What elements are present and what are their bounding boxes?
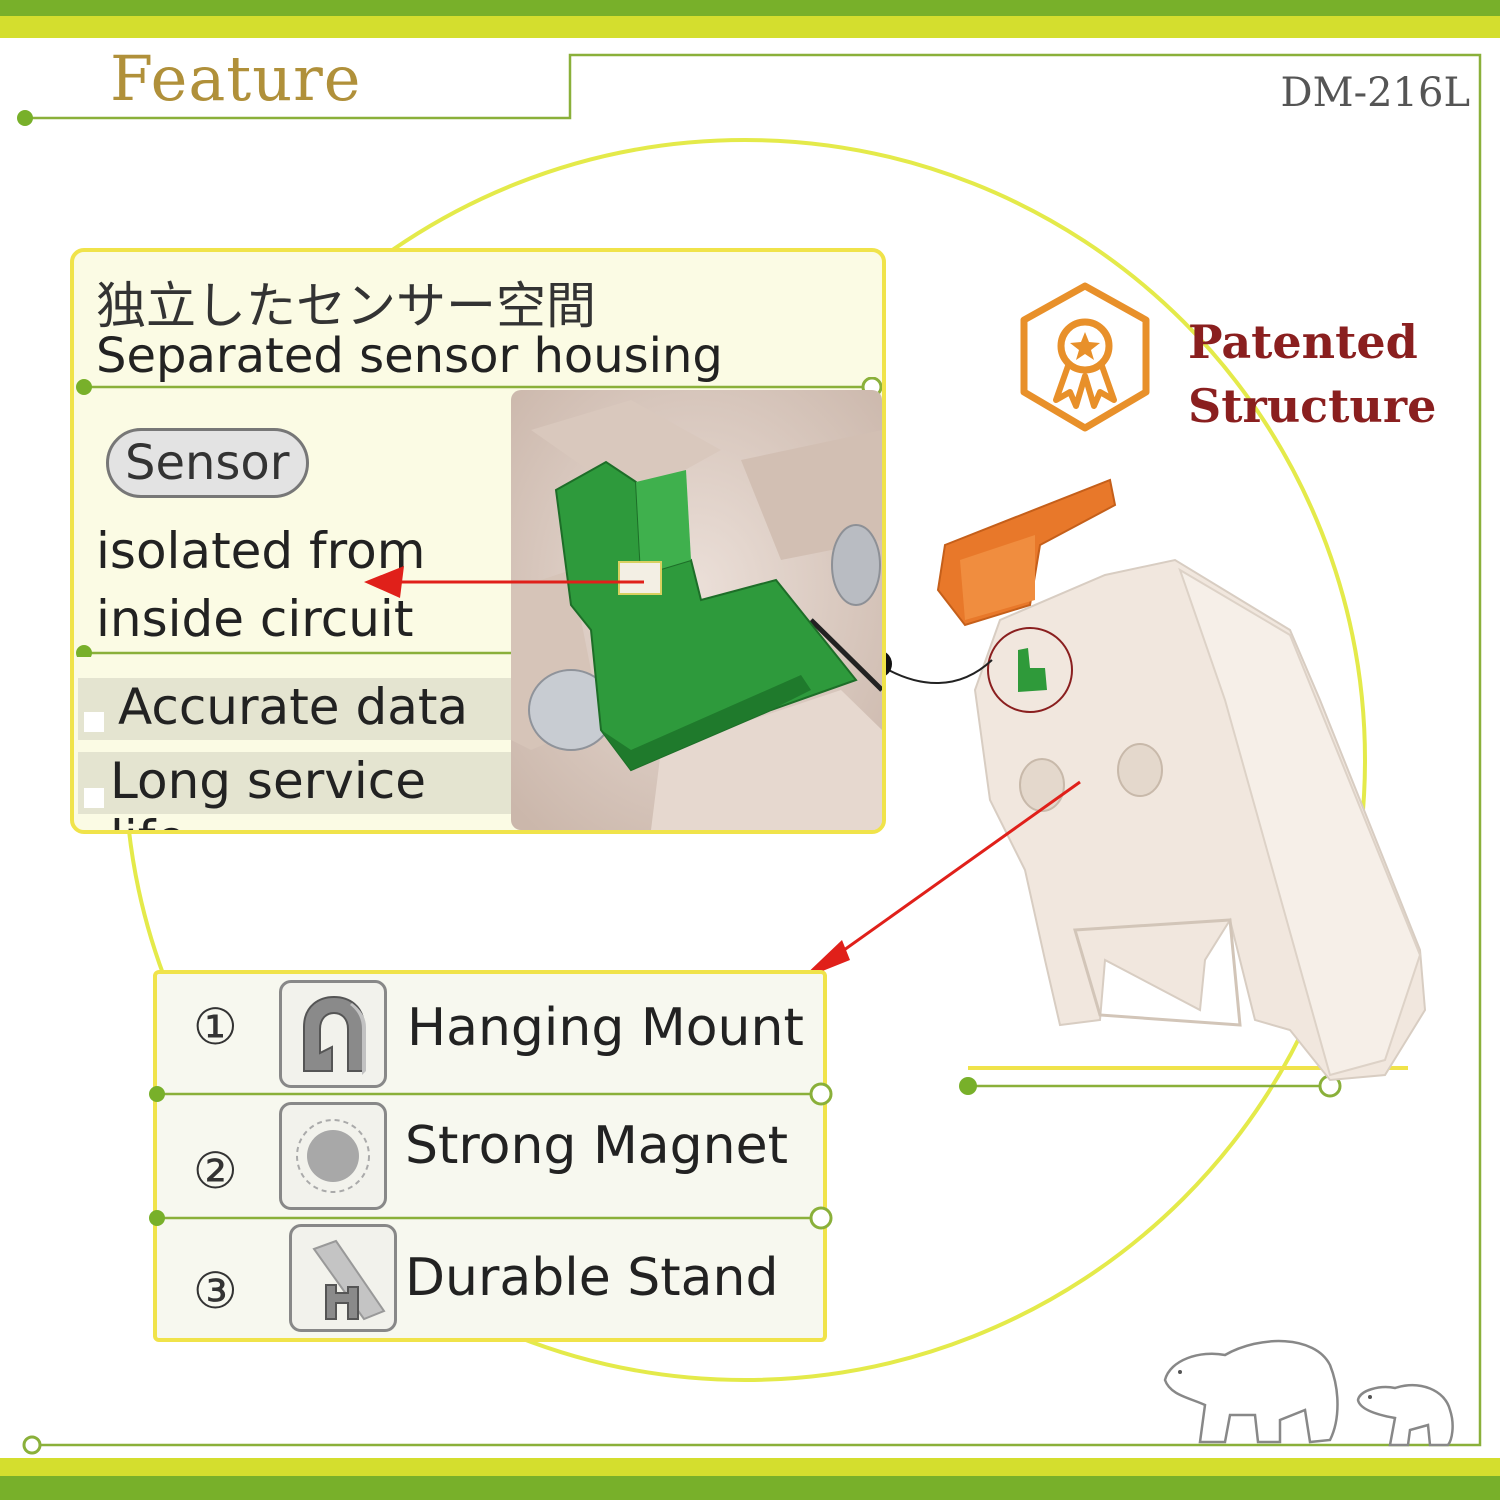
- polar-bear-decoration: [1163, 1339, 1454, 1447]
- benefit-label: Accurate data: [118, 678, 469, 736]
- feature-number: ①: [193, 998, 238, 1056]
- magnet-icon: [279, 1102, 387, 1210]
- model-number: DM-216L: [1280, 70, 1470, 116]
- sensor-closeup-image: [511, 390, 882, 830]
- feature-item-durable-stand: ③ Durable Stand: [157, 1220, 823, 1338]
- feature-title: Feature: [110, 42, 362, 115]
- features-dividers: [149, 1082, 833, 1230]
- mount-features-panel: ① Hanging Mount ② Strong Magnet ③ Durabl: [149, 970, 833, 1342]
- device-illustration: [936, 478, 1427, 1082]
- feature-item-hanging-mount: ① Hanging Mount: [157, 974, 823, 1092]
- award-ribbon-icon: [1020, 282, 1150, 432]
- feature-number: ③: [193, 1262, 238, 1320]
- bullet-square: [84, 712, 104, 732]
- panel-title-english: Separated sensor housing: [96, 328, 723, 384]
- top-color-band: [0, 0, 1500, 38]
- patented-structure-label: Patented Structure: [1188, 310, 1436, 438]
- panel-title-japanese: 独立したセンサー空間: [96, 277, 596, 335]
- feature-number: ②: [193, 1142, 238, 1200]
- sensor-badge: Sensor: [106, 428, 309, 498]
- patented-line2: Structure: [1188, 379, 1437, 433]
- sensor-description-line1: isolated from: [96, 522, 426, 580]
- benefit-row: Long service life: [78, 752, 518, 830]
- patented-line1: Patented: [1188, 315, 1418, 369]
- panel-dividers: [76, 377, 882, 657]
- bottom-color-band: [0, 1458, 1500, 1500]
- sensor-description-line2: inside circuit: [96, 590, 414, 648]
- sensor-pointer-arrow: [364, 566, 644, 598]
- stand-icon: [289, 1224, 397, 1332]
- sensor-housing-panel: 独立したセンサー空間 Separated sensor housing Sens…: [70, 248, 886, 834]
- feature-item-strong-magnet: ② Strong Magnet: [157, 1096, 823, 1216]
- feature-label: Durable Stand: [405, 1248, 779, 1308]
- bullet-square: [84, 788, 104, 808]
- feature-label: Hanging Mount: [407, 998, 804, 1058]
- benefit-label: Long service life: [110, 752, 426, 830]
- feature-label: Strong Magnet: [405, 1116, 789, 1176]
- hanging-mount-icon: [279, 980, 387, 1088]
- benefit-row: Accurate data: [78, 678, 518, 740]
